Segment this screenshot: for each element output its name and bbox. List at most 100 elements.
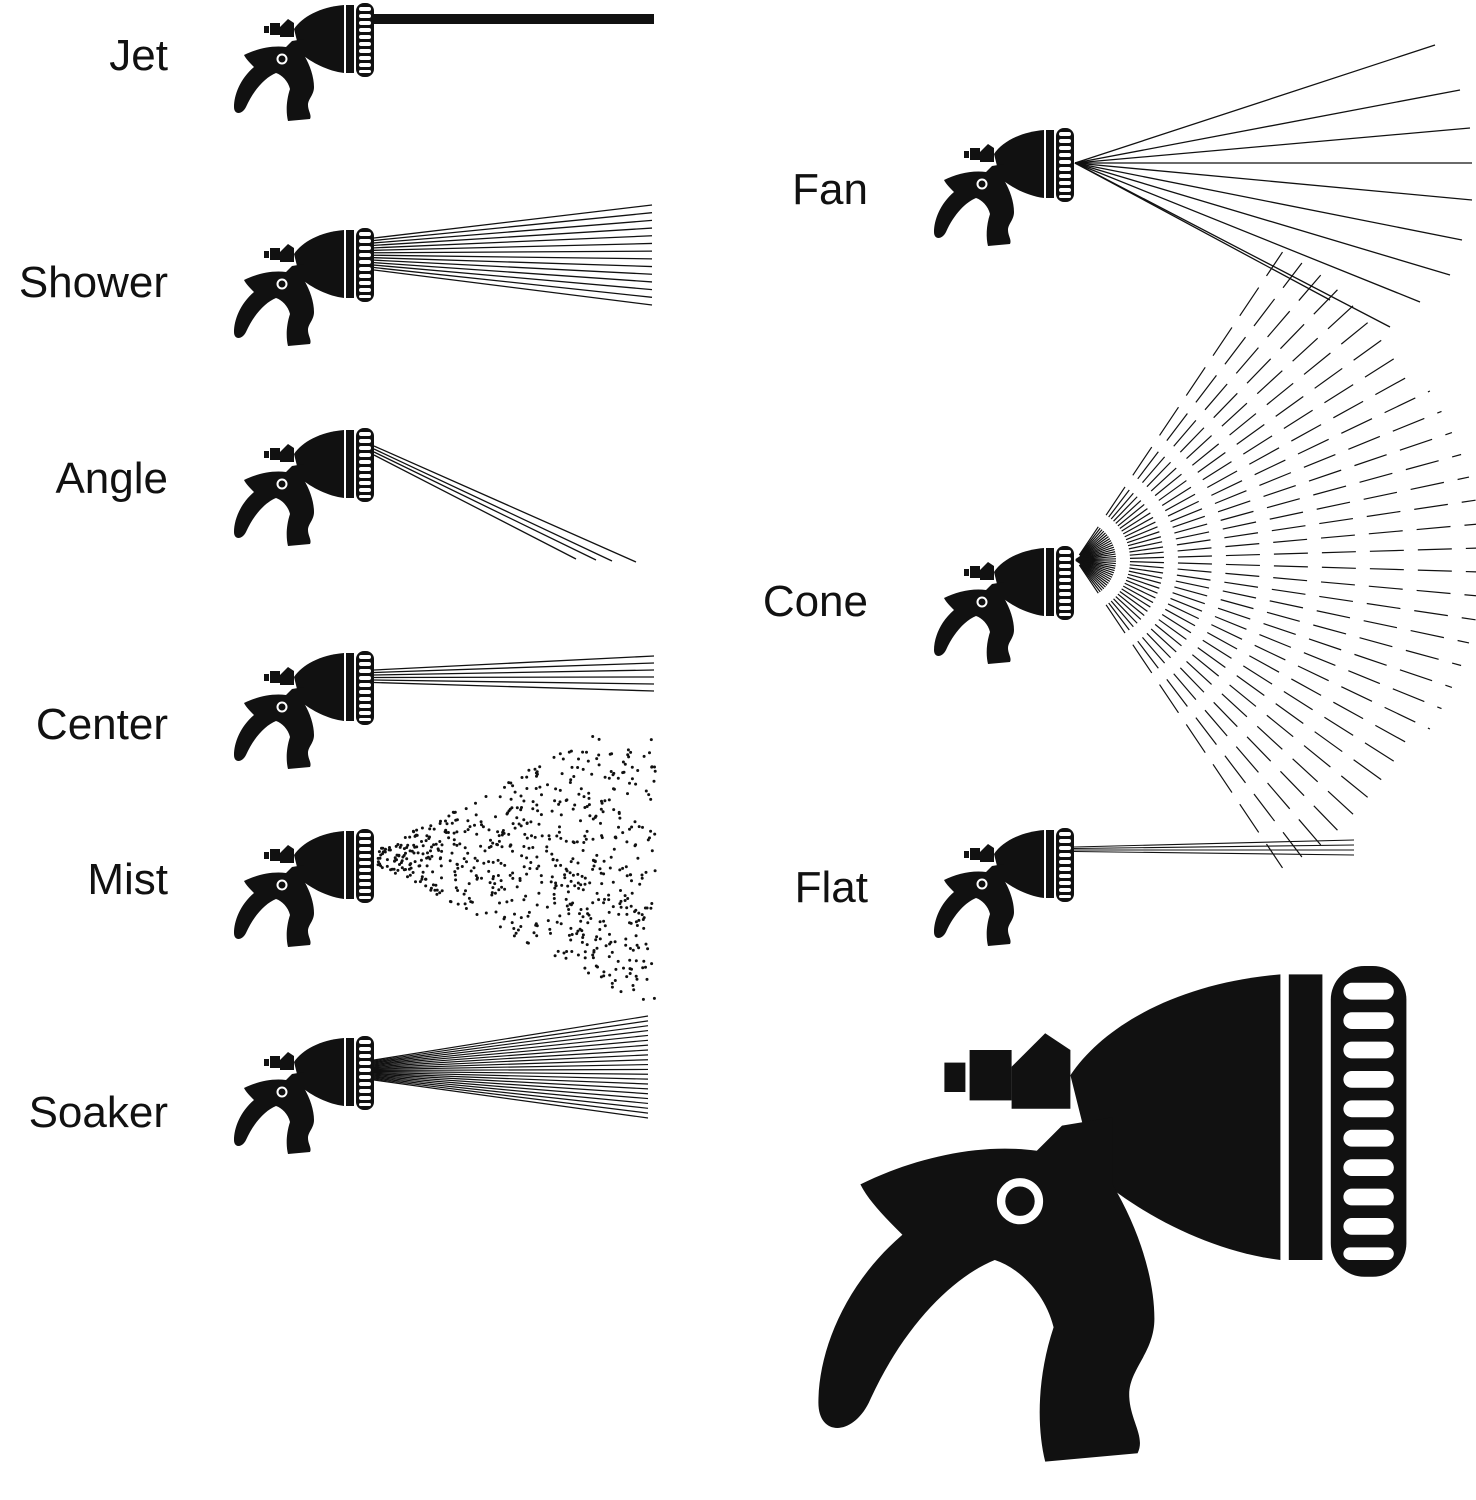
mist-droplet: [583, 956, 587, 960]
pattern-label-fan: Fan: [792, 165, 868, 214]
mist-droplet: [564, 839, 568, 843]
mist-droplet: [619, 889, 622, 892]
mist-droplet: [642, 926, 646, 930]
mist-droplet: [430, 845, 433, 849]
mist-droplet: [387, 848, 391, 852]
mist-droplet: [476, 876, 479, 880]
pattern-soaker: Soaker: [29, 1015, 649, 1155]
spray-stream: [373, 1076, 649, 1105]
mist-droplet: [628, 947, 632, 950]
mist-droplet: [610, 985, 614, 989]
pattern-fan: Fan: [792, 44, 1473, 328]
mist-droplet: [388, 846, 391, 849]
mist-droplet: [625, 840, 629, 844]
mist-droplet: [565, 950, 569, 953]
spray-stream: [1075, 559, 1418, 750]
mist-droplet: [439, 819, 442, 823]
mist-droplet: [549, 880, 553, 884]
mist-droplet: [490, 891, 494, 895]
mist-droplet: [568, 871, 572, 875]
mist-droplet: [515, 816, 519, 820]
mist-droplet: [612, 787, 615, 791]
pattern-center: Center: [36, 650, 655, 770]
mist-droplet: [630, 765, 634, 769]
mist-droplet: [550, 852, 554, 856]
mist-droplet: [434, 842, 438, 846]
mist-droplet: [425, 864, 429, 868]
mist-droplet: [503, 887, 507, 891]
mist-droplet: [532, 931, 536, 935]
mist-droplet: [591, 867, 595, 871]
spray-stream: [373, 219, 653, 244]
spray-stream: [1075, 334, 1389, 561]
mist-droplet: [600, 882, 604, 886]
mist-droplet: [547, 834, 551, 838]
spray-stream: [373, 451, 597, 561]
spray-stream: [373, 454, 577, 560]
mist-droplet: [597, 763, 601, 767]
mist-droplet: [490, 893, 494, 897]
mist-droplet: [482, 861, 486, 865]
mist-droplet: [634, 959, 638, 963]
mist-droplet: [602, 872, 606, 876]
mist-droplet: [545, 845, 549, 849]
mist-droplet: [585, 805, 589, 808]
spray-stream: [1075, 432, 1453, 561]
mist-droplet: [472, 866, 476, 870]
mist-droplet: [597, 737, 601, 741]
mist-droplet: [649, 797, 653, 801]
hose-nozzle-icon: [233, 2, 375, 122]
mist-droplet: [514, 931, 518, 935]
mist-droplet: [598, 937, 602, 941]
mist-droplet: [513, 826, 517, 830]
mist-droplet: [491, 841, 495, 845]
mist-droplet: [625, 975, 629, 979]
spray-stream: [1074, 162, 1463, 241]
mist-droplet: [641, 997, 645, 1001]
mist-droplet: [499, 861, 503, 865]
mist-droplet: [571, 873, 575, 877]
mist-droplet: [408, 873, 412, 877]
mist-droplet: [394, 844, 398, 848]
mist-droplet: [623, 894, 627, 898]
mist-droplet: [511, 849, 514, 853]
mist-droplet: [653, 832, 657, 836]
mist-droplet: [630, 879, 633, 883]
mist-droplet: [530, 834, 533, 838]
mist-droplet: [598, 867, 602, 871]
mist-droplet: [519, 808, 523, 812]
hose-nozzle-icon-large: [818, 966, 1406, 1462]
mist-droplet: [602, 859, 606, 863]
mist-droplet: [503, 863, 507, 867]
spray-stream: [373, 1029, 649, 1064]
mist-droplet: [612, 808, 616, 812]
mist-droplet: [531, 807, 535, 811]
mist-droplet: [637, 825, 641, 829]
spray-stream: [1075, 453, 1462, 561]
mist-droplet: [630, 967, 633, 971]
mist-droplet: [480, 823, 483, 827]
mist-droplet: [632, 988, 636, 992]
mist-droplet: [525, 941, 529, 945]
mist-droplet: [535, 803, 539, 807]
mist-droplet: [611, 905, 615, 909]
mist-droplet: [385, 864, 389, 868]
mist-droplet: [568, 781, 572, 784]
pattern-mist: Mist: [87, 735, 657, 1001]
mist-droplet: [609, 770, 613, 773]
mist-droplet: [424, 877, 427, 881]
mist-droplet: [464, 807, 468, 811]
mist-droplet: [487, 860, 491, 864]
mist-droplet: [552, 897, 556, 900]
mist-droplet: [527, 910, 531, 914]
mist-droplet: [507, 832, 511, 836]
spray-stream: [1075, 559, 1340, 833]
mist-droplet: [595, 946, 599, 950]
spray-shower: [373, 204, 653, 306]
mist-droplet: [571, 901, 575, 905]
mist-droplet: [497, 839, 501, 843]
mist-droplet: [534, 787, 538, 790]
spray-stream: [1075, 559, 1453, 688]
mist-droplet: [393, 871, 397, 875]
mist-droplet: [570, 950, 574, 953]
